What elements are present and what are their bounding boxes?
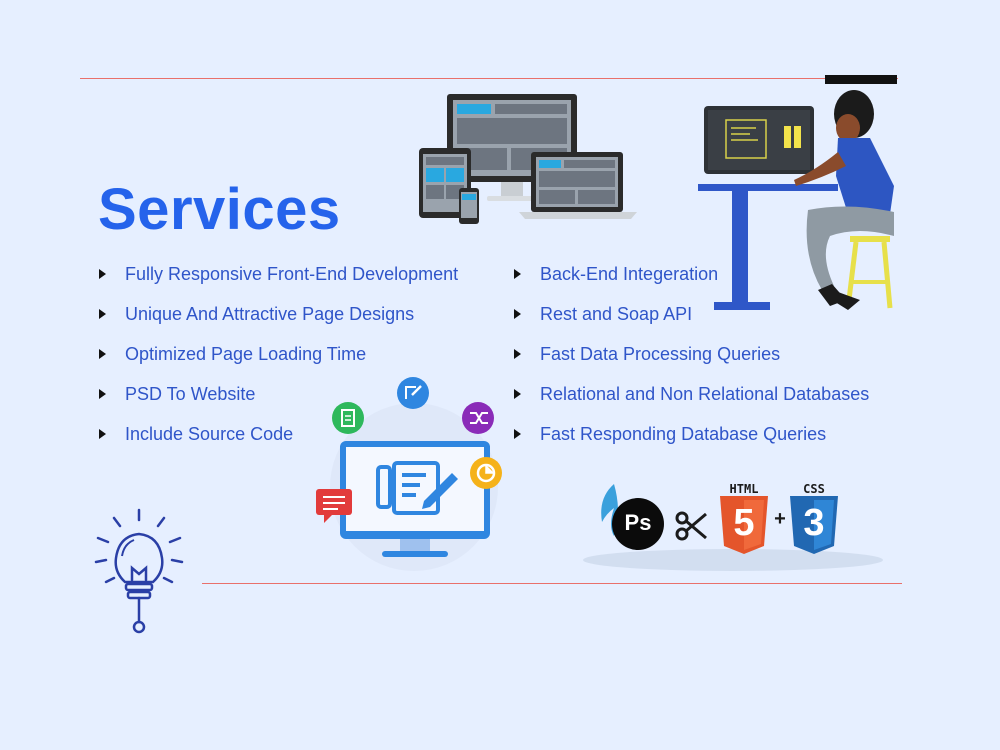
bottom-divider (202, 583, 902, 584)
developer-at-desk-illustration (698, 90, 894, 310)
list-item: Fully Responsive Front-End Development (96, 254, 458, 294)
css3-logo: 3 (803, 502, 825, 544)
list-item: Relational and Non Relational Databases (511, 374, 869, 414)
bullet-icon (99, 349, 106, 359)
ps-logo: Ps (624, 510, 652, 535)
html5-logo: 5 (733, 502, 755, 544)
bullet-icon (99, 389, 106, 399)
list-item: Include Source Code (96, 414, 458, 454)
bullet-icon (514, 429, 521, 439)
bullet-icon (514, 389, 521, 399)
top-divider (80, 78, 898, 79)
plus-sign: + (774, 508, 786, 530)
bullet-icon (99, 269, 106, 279)
top-black-bar (825, 75, 897, 84)
page-title: Services (98, 176, 341, 242)
list-item: Fast Data Processing Queries (511, 334, 869, 374)
list-item: Back-End Integeration (511, 254, 869, 294)
bullet-icon (514, 269, 521, 279)
css-label: CSS (803, 482, 825, 496)
bullet-icon (514, 349, 521, 359)
list-item: Rest and Soap API (511, 294, 869, 334)
list-item: Optimized Page Loading Time (96, 334, 458, 374)
bullet-icon (99, 309, 106, 319)
lightbulb-icon (94, 508, 184, 634)
html-label: HTML (729, 482, 759, 496)
list-item: Unique And Attractive Page Designs (96, 294, 458, 334)
scissors-icon (675, 511, 707, 541)
services-list-left: Fully Responsive Front-End Development U… (96, 254, 458, 454)
bullet-icon (99, 429, 106, 439)
monitor-edit-illustration (316, 377, 502, 571)
list-item: PSD To Website (96, 374, 458, 414)
bullet-icon (514, 309, 521, 319)
ps-html-css-logos (583, 484, 883, 571)
services-list-right: Back-End Integeration Rest and Soap API … (511, 254, 869, 454)
list-item: Fast Responding Database Queries (511, 414, 869, 454)
responsive-devices-icon (419, 94, 637, 224)
